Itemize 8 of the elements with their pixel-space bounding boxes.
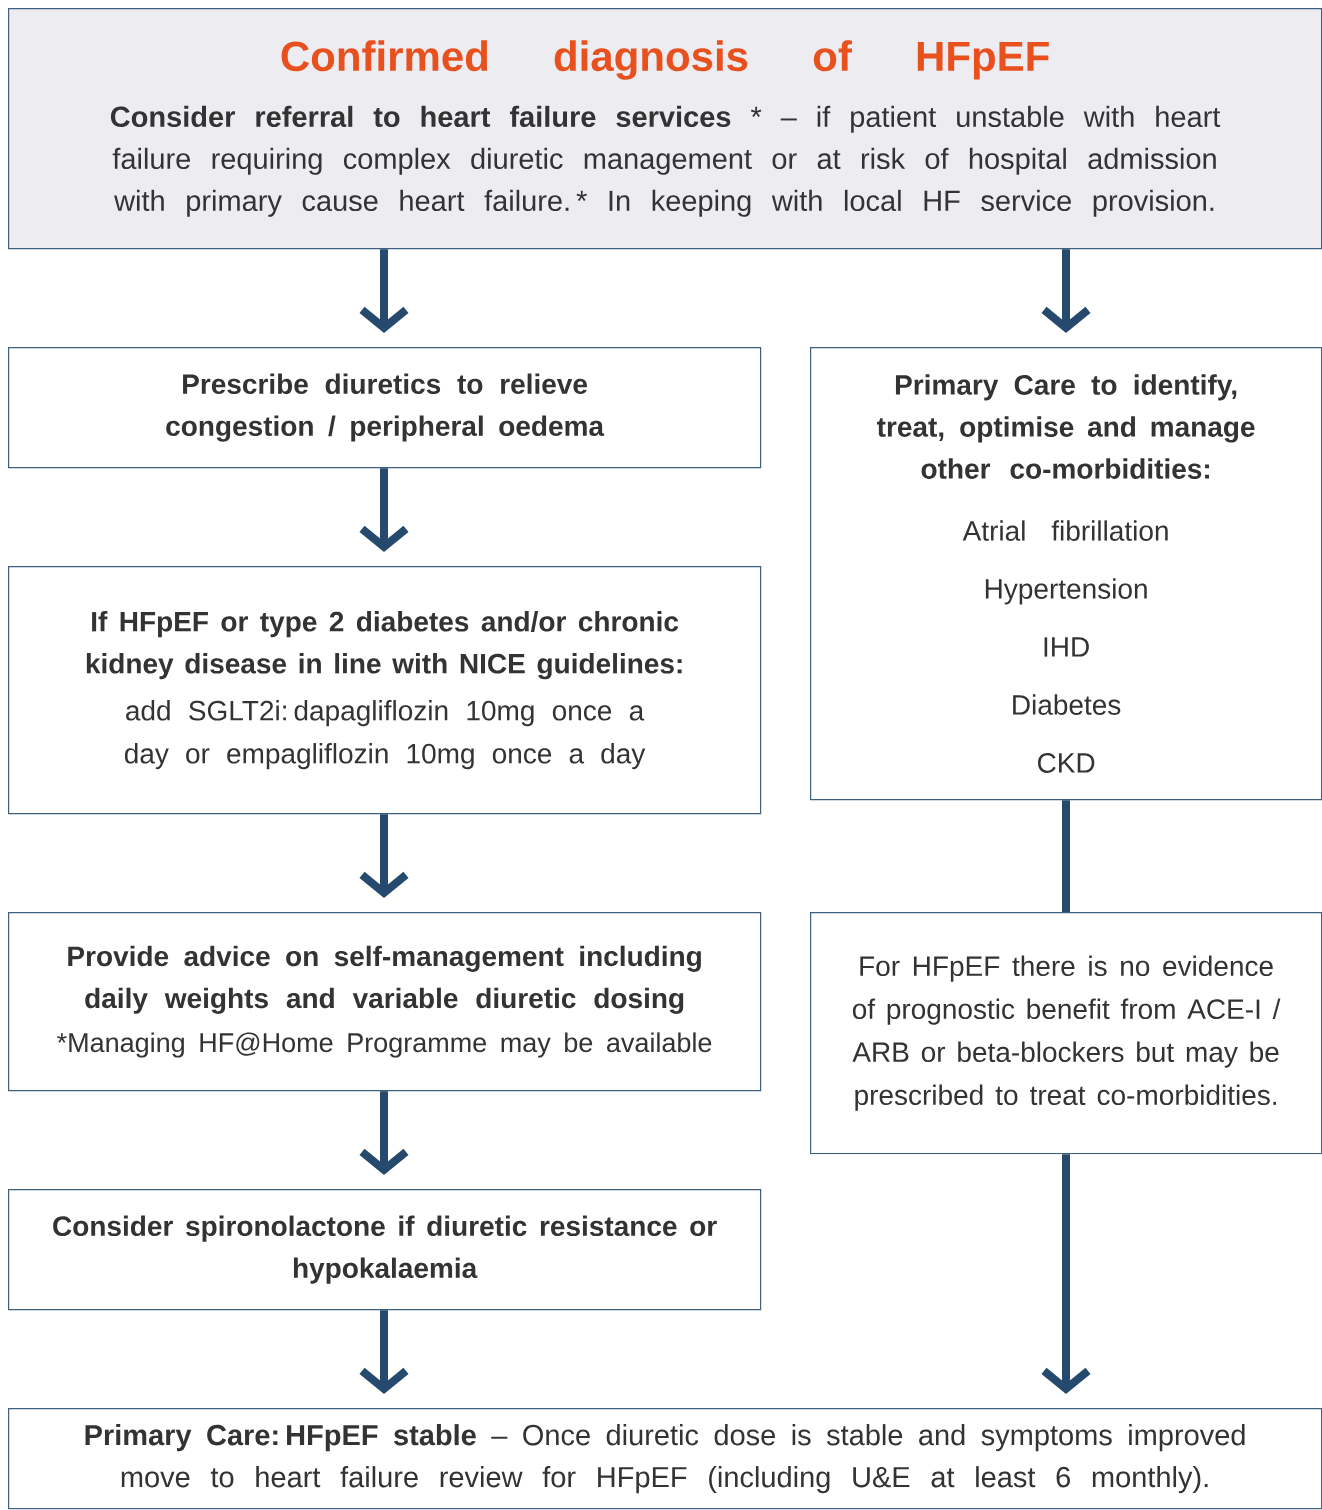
process-box: Consider spironolactone if diuretic resistance or hypokalaemia [8,1189,762,1311]
header-box: Confirmed diagnosis of HFpEF Consider referral to heart failure services* – if patient unstable with heart failure requiring complex diuretic management or at risk of hospital admission with primary cause heart failure. * In keeping with local HF service provision. [8,8,1322,250]
process-box: Primary Care to identify, treat, optimise and manage other co-morbidities: Atrial fibrillation Hypertension IHD Diabetes CKD [810,347,1322,801]
process-box: If HFpEF or type 2 diabetes and/or chronic kidney disease in line with NICE guidelines: add SGLT2i: dapagliflozin 10mg once a day or empagliflozin 10mg once a day [8,566,762,815]
outcome-box: Primary Care: HFpEF stable – Once diuretic dose is stable and symptoms improved move to heart failure review for HFpEF (including U&E at least 6 monthly). [8,1408,1322,1510]
process-box: Prescribe diuretics to relieve congestion / peripheral oedema [8,347,762,469]
process-box: For HFpEF there is no evidence of prognostic benefit from ACE-I / ARB or beta-blockers but may be prescribed to treat co-morbidities. [810,912,1322,1155]
process-box: Provide advice on self-management including daily weights and variable diuretic dosing *Managing HF@Home Programme may be available [8,912,762,1092]
